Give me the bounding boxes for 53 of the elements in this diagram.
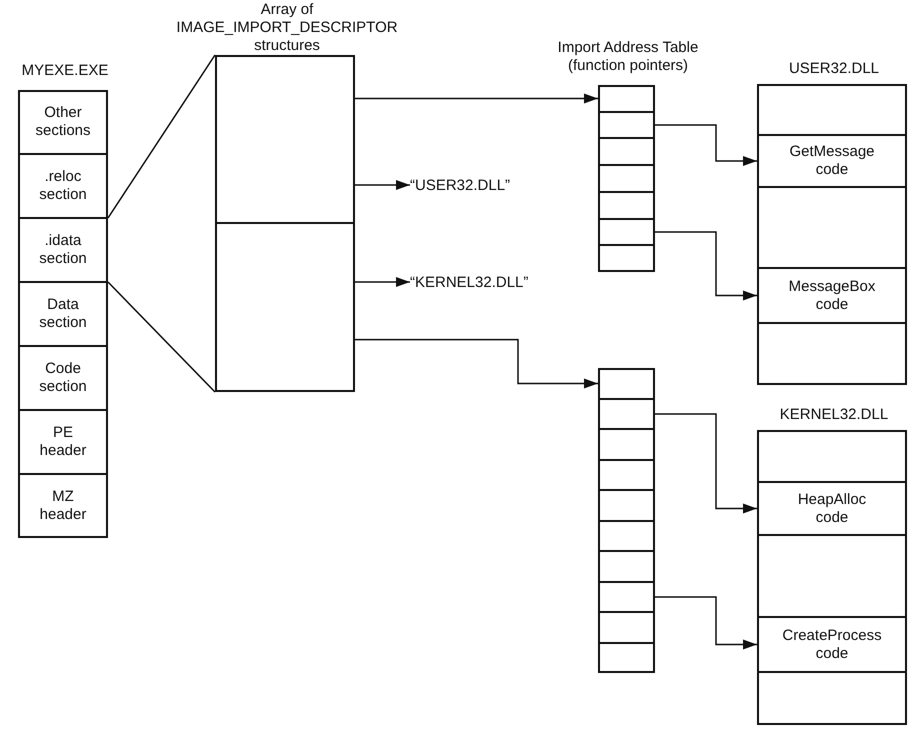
code-region — [757, 482, 907, 535]
section-cell — [18, 282, 108, 346]
arrow — [355, 277, 410, 287]
address-table-box — [598, 368, 655, 673]
section-label: Data section — [39, 296, 87, 332]
connector-line — [107, 54, 216, 218]
connector-line — [107, 281, 216, 393]
code-region — [757, 268, 907, 323]
pointer-slot — [598, 192, 655, 219]
code-region — [757, 187, 907, 268]
section-cell — [18, 218, 108, 282]
section-label: Code section — [39, 360, 87, 396]
arrow — [355, 180, 410, 190]
arrow — [655, 413, 757, 514]
section-label: MZ header — [40, 488, 86, 524]
arrow — [655, 124, 757, 166]
code-region — [757, 135, 907, 187]
box-title: USER32.DLL — [788, 60, 880, 78]
section-label: .reloc section — [39, 168, 87, 204]
section-label: Other sections — [35, 104, 91, 140]
pointer-slot — [598, 521, 655, 551]
pointer-slot — [598, 399, 655, 429]
pointer-slot — [598, 551, 655, 582]
section-cell — [18, 154, 108, 218]
function-code-label: MessageBox code — [788, 278, 876, 314]
dll-name-string: “USER32.DLL” — [410, 172, 530, 198]
section-label: PE header — [40, 424, 86, 460]
function-code-label: GetMessage code — [789, 143, 875, 179]
pointer-slot — [598, 112, 655, 138]
arrow — [655, 596, 757, 650]
arrow — [355, 94, 598, 104]
box-title: Import Address Table (function pointers) — [556, 39, 700, 75]
section-cell — [18, 410, 108, 474]
dll-name-string: “KERNEL32.DLL” — [410, 269, 550, 295]
function-code-label: CreateProcess code — [782, 626, 882, 662]
pointer-slot — [598, 429, 655, 460]
code-region — [757, 617, 907, 672]
section-cell — [18, 346, 108, 410]
arrow — [655, 231, 757, 300]
pointer-slot — [598, 460, 655, 490]
code-region — [757, 535, 907, 617]
section-label: .idata section — [39, 232, 87, 268]
function-code-label: HeapAlloc code — [798, 490, 866, 526]
pointer-slot — [598, 219, 655, 245]
arrow — [355, 338, 598, 388]
pointer-slot — [598, 165, 655, 192]
pointer-slot — [598, 138, 655, 165]
box-title: Array of IMAGE_IMPORT_DESCRIPTOR structures — [175, 1, 399, 55]
pointer-slot — [598, 612, 655, 643]
pointer-slot — [598, 582, 655, 612]
box-title: KERNEL32.DLL — [778, 406, 890, 424]
box-title: MYEXE.EXE — [20, 62, 110, 80]
pointer-slot — [598, 490, 655, 521]
